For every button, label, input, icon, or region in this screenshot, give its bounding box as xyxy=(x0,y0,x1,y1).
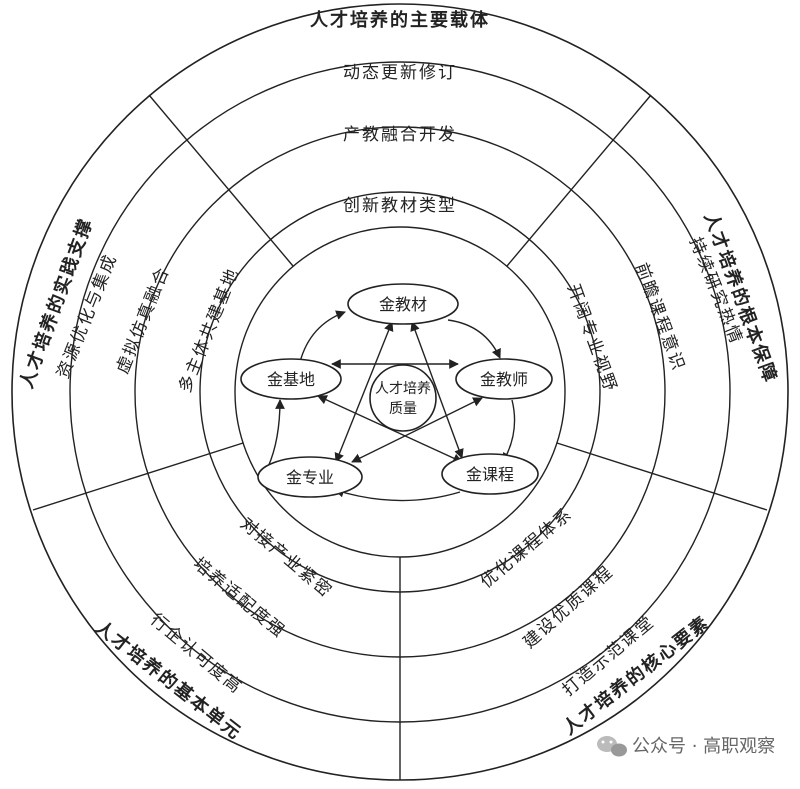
ring-label-right-2: 前瞻课程意识 xyxy=(631,260,689,374)
node-textbook: 金教材 xyxy=(347,283,459,325)
watermark: 公众号 · 高职观察 xyxy=(597,736,775,757)
node-textbook-label: 金教材 xyxy=(379,295,427,314)
sector-dividers xyxy=(32,94,768,780)
node-base: 金基地 xyxy=(240,358,342,400)
ring-label-top-3: 创新教材类型 xyxy=(343,196,457,216)
ring-label-right-3: 开阔专业视野 xyxy=(563,281,621,395)
node-teacher-label: 金教师 xyxy=(480,370,528,389)
watermark-text: 公众号 · 高职观察 xyxy=(632,736,775,757)
wechat-icon xyxy=(597,736,627,757)
center-quality: 人才培养 质量 xyxy=(369,364,437,432)
center-label-line2: 质量 xyxy=(389,401,417,417)
center-label-line1: 人才培养 xyxy=(375,381,431,397)
node-major-label: 金专业 xyxy=(286,468,334,487)
star-arrows xyxy=(317,321,483,463)
ring-label-bottom-right-2: 建设优质课程 xyxy=(520,562,618,653)
node-course-label: 金课程 xyxy=(466,465,514,484)
ring-label-left-3: 多主体共建基地 xyxy=(175,265,243,396)
node-course: 金课程 xyxy=(441,453,539,495)
node-major: 金专业 xyxy=(257,456,363,498)
ring-label-top-1: 动态更新修订 xyxy=(343,63,457,83)
ring-label-bottom-left-3: 对接产业紧密 xyxy=(236,514,336,603)
ring-label-bottom-right-3: 优化课程体系 xyxy=(477,504,577,593)
ring-label-bottom-left-2: 培养适配度强 xyxy=(189,554,289,643)
node-teacher: 金教师 xyxy=(455,358,553,400)
outer-label-top: 人才培养的主要载体 xyxy=(310,9,490,31)
node-base-label: 金基地 xyxy=(267,370,315,389)
ring-label-left-2: 虚拟仿真融合 xyxy=(113,264,174,377)
ring-label-top-2: 产教融合开发 xyxy=(343,125,457,145)
